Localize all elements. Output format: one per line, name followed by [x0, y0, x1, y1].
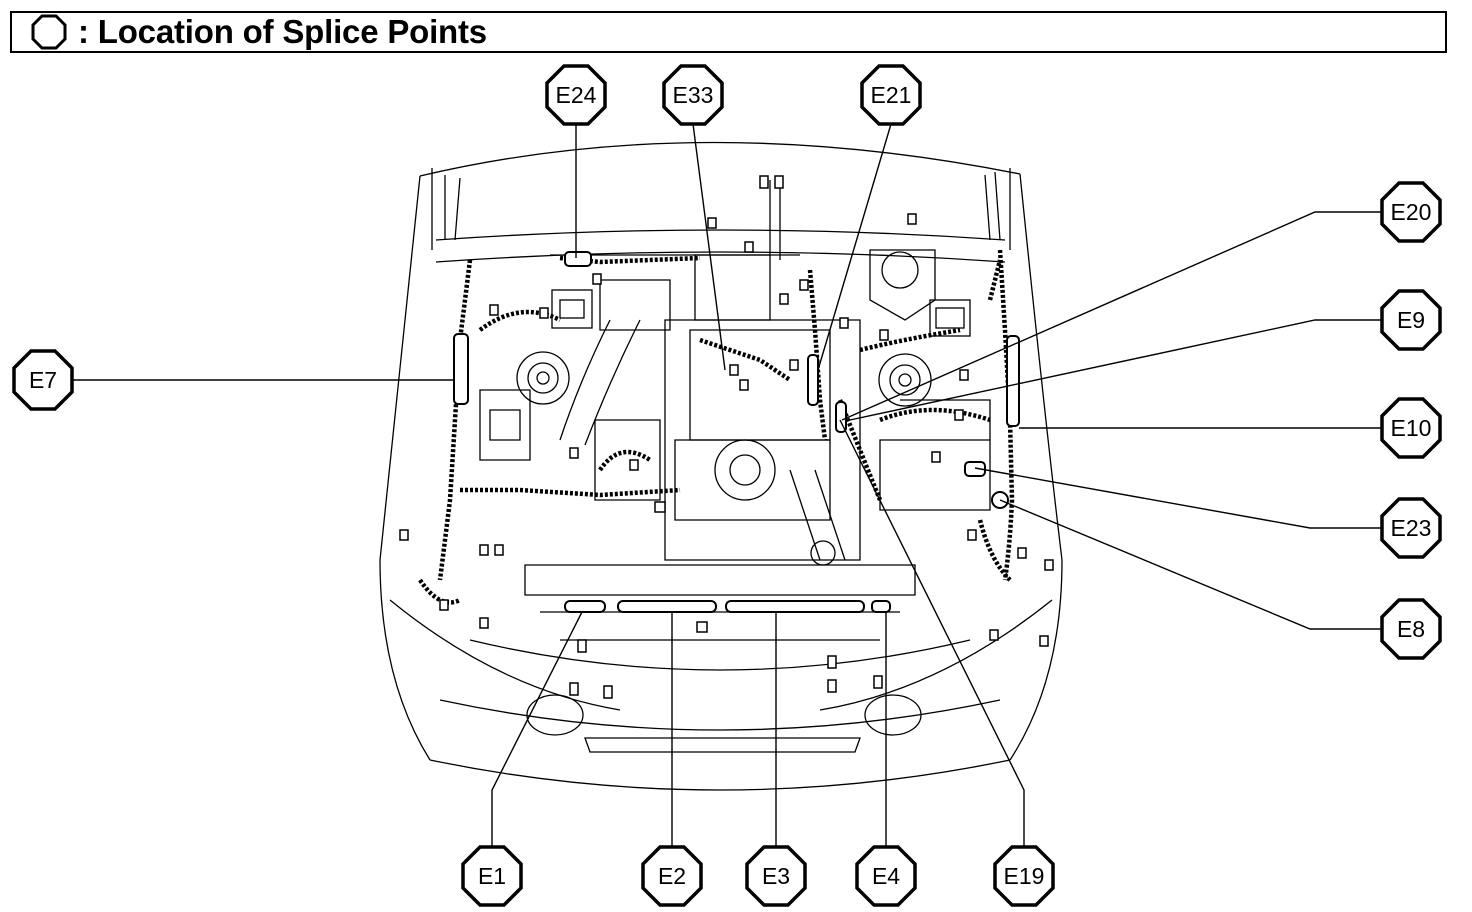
- splice-point-e20[interactable]: E20: [1380, 181, 1442, 243]
- vehicle-outline: [379, 141, 1063, 791]
- splice-point-e23[interactable]: E23: [1380, 497, 1442, 559]
- splice-label-e4: E4: [872, 863, 900, 889]
- splice-label-e2: E2: [658, 863, 686, 889]
- splice-point-e4[interactable]: E4: [855, 845, 917, 907]
- splice-point-e24[interactable]: E24: [545, 64, 607, 126]
- splice-label-e3: E3: [762, 863, 790, 889]
- splice-point-e8[interactable]: E8: [1380, 598, 1442, 660]
- connectors: [399, 175, 1054, 699]
- splice-point-e9[interactable]: E9: [1380, 289, 1442, 351]
- splice-label-e7: E7: [29, 367, 57, 393]
- splice-label-e8: E8: [1397, 616, 1425, 642]
- splice-point-e2[interactable]: E2: [641, 845, 703, 907]
- splice-point-e33[interactable]: E33: [662, 64, 724, 126]
- splice-label-e20: E20: [1391, 199, 1432, 225]
- splice-bands: [453, 251, 1020, 613]
- splice-label-e23: E23: [1391, 515, 1432, 541]
- splice-point-e19[interactable]: E19: [993, 845, 1055, 907]
- splice-point-e7[interactable]: E7: [12, 349, 74, 411]
- page-title: : Location of Splice Points: [78, 13, 487, 50]
- splice-point-e21[interactable]: E21: [860, 64, 922, 126]
- page-header: : Location of Splice Points: [10, 11, 1447, 53]
- splice-label-e24: E24: [556, 82, 597, 108]
- leader-lines: [72, 123, 1383, 848]
- splice-point-e3[interactable]: E3: [745, 845, 807, 907]
- splice-label-e33: E33: [673, 82, 714, 108]
- octagon-outline-icon: [31, 14, 67, 50]
- splice-label-e10: E10: [1391, 415, 1432, 441]
- splice-point-e10[interactable]: E10: [1380, 397, 1442, 459]
- splice-label-e1: E1: [478, 863, 506, 889]
- splice-label-e19: E19: [1004, 863, 1045, 889]
- splice-point-e1[interactable]: E1: [461, 845, 523, 907]
- splice-label-e9: E9: [1397, 307, 1425, 333]
- splice-label-e21: E21: [871, 82, 912, 108]
